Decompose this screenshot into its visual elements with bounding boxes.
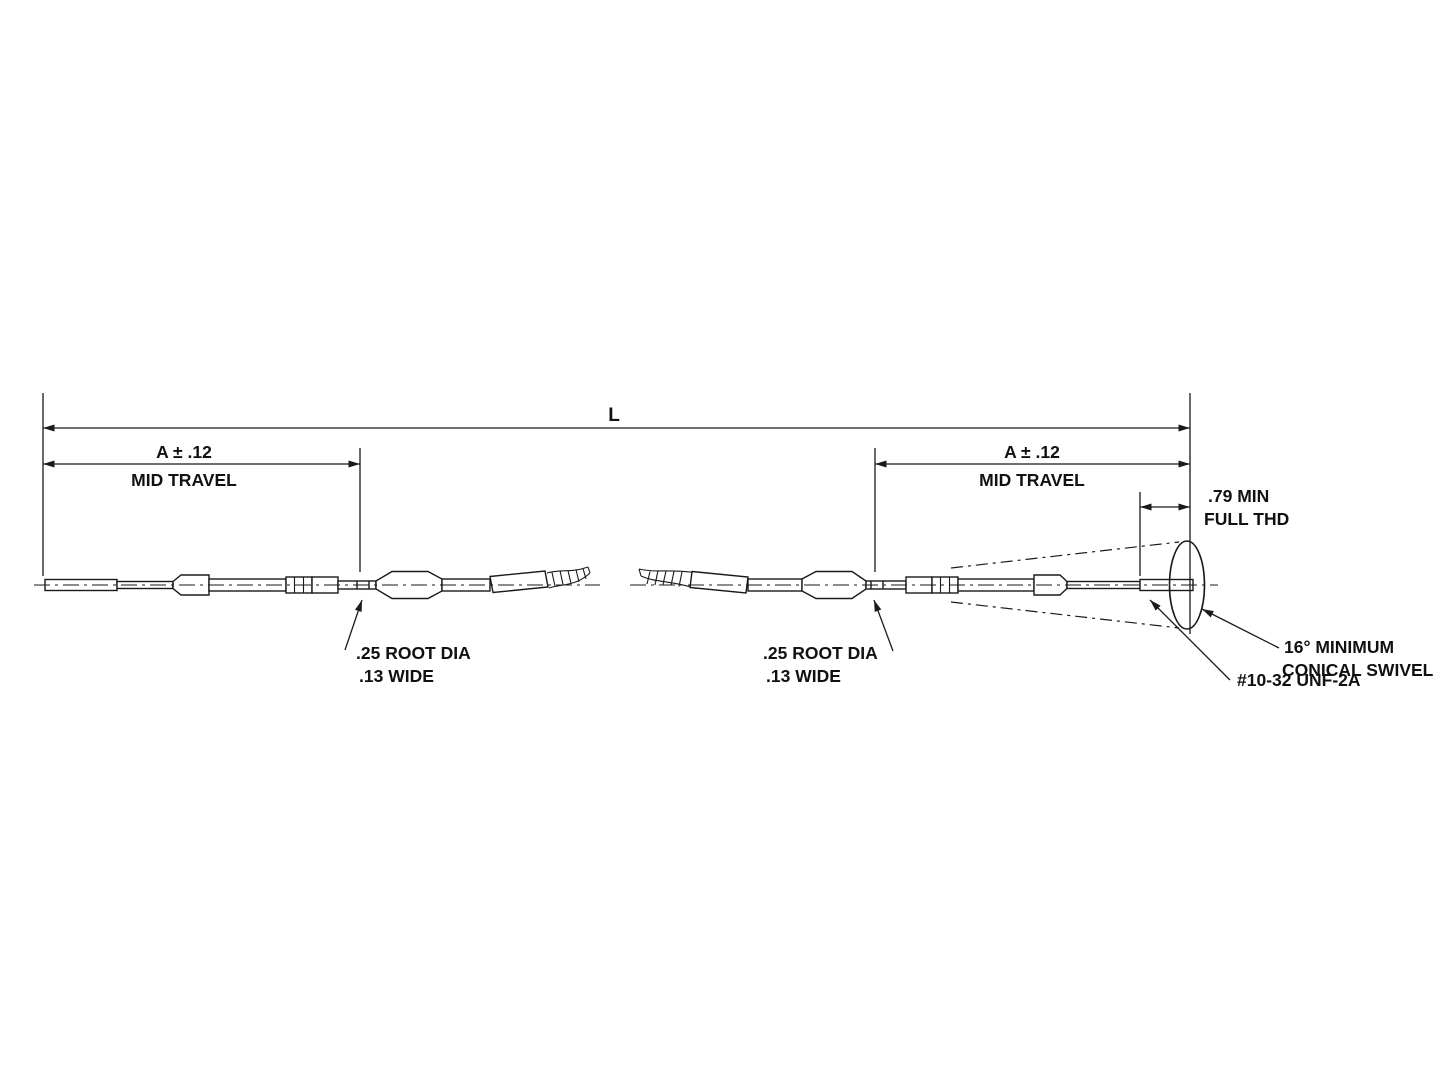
leader-left-groove [344, 599, 363, 651]
dimension-overall-length: L [42, 393, 1191, 634]
label-thread-spec: #10-32 UNF-2A [1237, 670, 1361, 690]
dimension-right-mid-travel: A ± .12 MID TRAVEL [874, 442, 1190, 572]
left-braid-section [489, 570, 549, 594]
label-right-root-dia: .25 ROOT DIA [763, 643, 878, 663]
label-left-a-value: A ± .12 [156, 442, 212, 462]
leader-thread-spec [1149, 599, 1231, 681]
label-left-root-dia: .25 ROOT DIA [356, 643, 471, 663]
swivel-cone-upper-line [950, 541, 1180, 569]
label-overall-length: L [608, 405, 620, 426]
right-cable-wire [638, 568, 697, 590]
leader-right-groove [873, 599, 894, 652]
right-wire-strand-ticks [646, 570, 683, 587]
callout-left-groove: .25 ROOT DIA .13 WIDE [344, 599, 471, 686]
label-right-a-value: A ± .12 [1004, 442, 1060, 462]
label-left-mid-travel: MID TRAVEL [131, 470, 237, 490]
label-swivel-angle: 16° MINIMUM [1284, 637, 1394, 657]
dimension-left-mid-travel: A ± .12 MID TRAVEL [43, 442, 361, 572]
right-braid-section [689, 570, 749, 594]
label-min-full-thread-value: .79 MIN [1208, 486, 1269, 506]
label-right-groove-width: .13 WIDE [766, 666, 841, 686]
label-min-full-thread-caption: FULL THD [1204, 509, 1289, 529]
label-right-mid-travel: MID TRAVEL [979, 470, 1085, 490]
label-left-groove-width: .13 WIDE [359, 666, 434, 686]
right-cable-assembly [630, 540, 1218, 630]
leader-conical-swivel [1201, 608, 1280, 649]
left-cable-assembly [34, 566, 600, 600]
swivel-cone-lower-line [950, 601, 1180, 629]
callout-right-groove: .25 ROOT DIA .13 WIDE [763, 599, 894, 686]
callout-thread-spec: #10-32 UNF-2A [1149, 599, 1361, 690]
left-wire-strand-ticks [551, 568, 587, 587]
callout-conical-swivel: 16° MINIMUM CONICAL SWIVEL [1201, 608, 1434, 680]
dimension-full-thread: .79 MIN FULL THD [1139, 486, 1289, 576]
label-swivel-caption: CONICAL SWIVEL [1282, 660, 1434, 680]
left-cable-wire [546, 566, 591, 589]
